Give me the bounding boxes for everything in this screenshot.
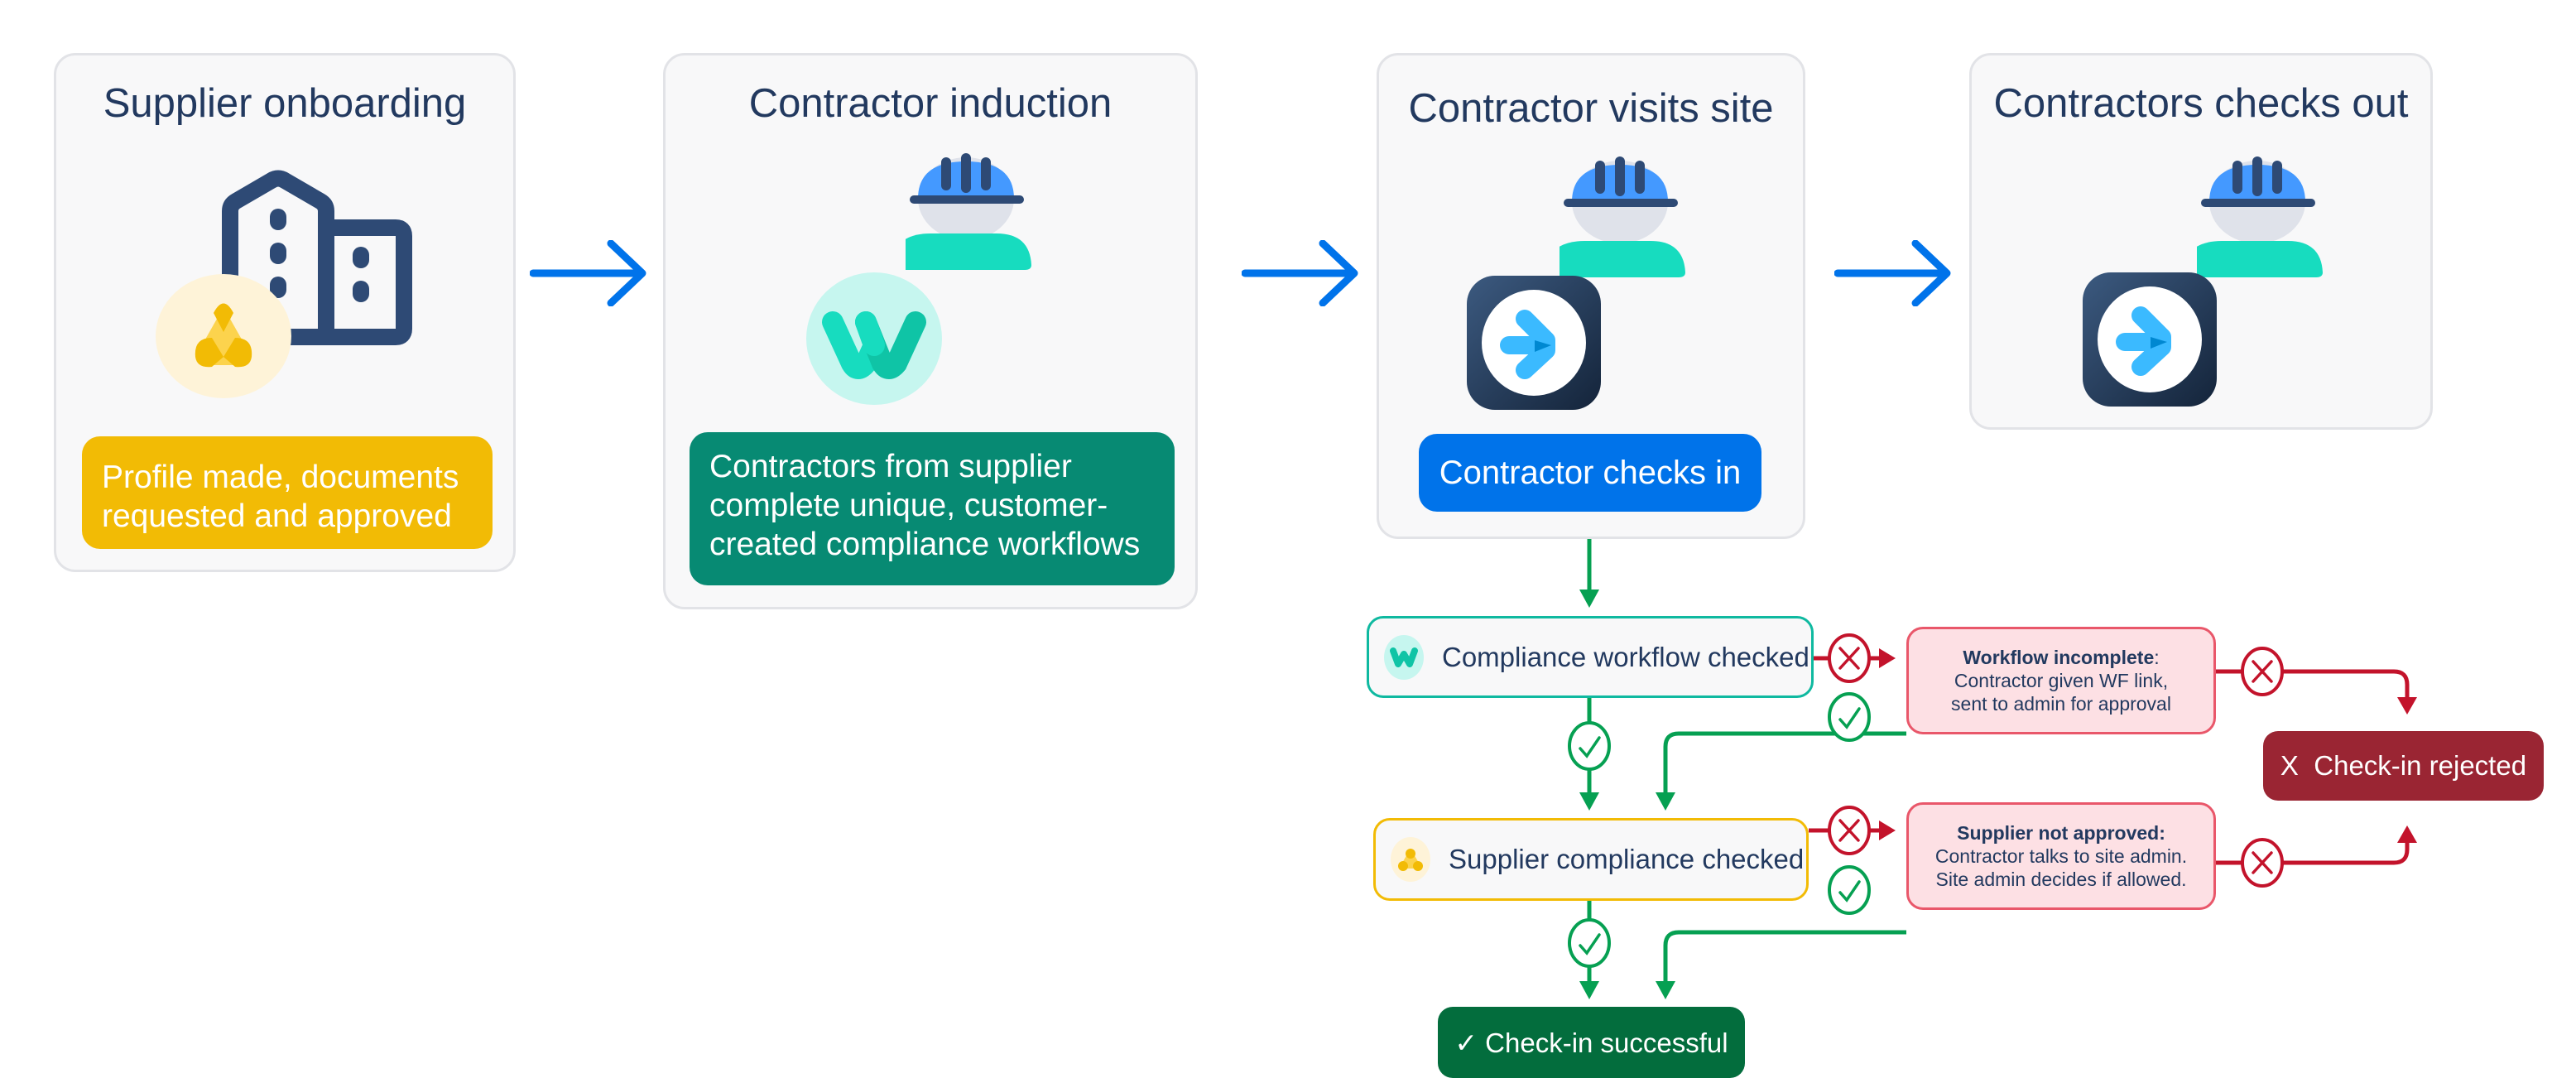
arrowhead <box>1579 590 1599 608</box>
workflow-logo-icon <box>1384 634 1424 680</box>
checkin-app-icon <box>2083 272 2217 407</box>
worker-icon <box>906 153 1031 270</box>
check-circle-icon <box>1568 918 1611 968</box>
failure-title-row: Workflow incomplete: <box>1909 646 2213 669</box>
failure-title: Supplier not approved: <box>1957 822 2165 844</box>
failure-line: Contractor given WF link, <box>1954 670 2169 691</box>
arrow-right-icon <box>1834 240 1951 306</box>
stage-title: Contractor visits site <box>1408 86 1774 131</box>
stage-card-supplier-onboarding: Supplier onboarding Profile made, docume… <box>54 53 516 572</box>
checkin-successful-badge: ✓ Check-in successful <box>1438 1007 1745 1078</box>
supplier-compliance-check: Supplier compliance checked <box>1373 818 1809 901</box>
stage-card-contractor-visits-site: Contractor visits site Contractor checks… <box>1377 53 1805 539</box>
failure-line: Site admin decides if allowed. <box>1935 869 2187 890</box>
failure-title-suffix: : <box>2154 647 2160 668</box>
arrowhead <box>1656 792 1675 811</box>
arrowhead <box>1579 981 1599 999</box>
connector-supplier-recovery <box>1663 930 1906 987</box>
arrowhead <box>2397 697 2417 715</box>
checkin-rejected-badge: X Check-in rejected <box>2263 731 2544 801</box>
connector-supplier-reject <box>2216 836 2410 865</box>
check-label: Compliance workflow checked <box>1442 641 1809 672</box>
checkin-button[interactable]: Contractor checks in <box>1419 434 1761 512</box>
building-icon <box>222 170 412 345</box>
arrowhead <box>1879 648 1896 668</box>
failure-line: Contractor talks to site admin. <box>1934 845 2188 867</box>
worker-icon <box>1560 156 1685 277</box>
failure-title: Workflow incomplete <box>1963 647 2155 668</box>
arrow-right-icon <box>1242 240 1358 306</box>
check-label: Supplier compliance checked <box>1449 844 1805 874</box>
stage-title: Contractor induction <box>748 81 1113 126</box>
workflow-logo-icon <box>806 272 942 405</box>
compliance-workflow-check: Compliance workflow checked <box>1367 616 1814 698</box>
check-circle-icon <box>1828 865 1871 915</box>
supplier-not-approved-box: Supplier not approved: Contractor talks … <box>1906 802 2216 910</box>
worker-icon <box>2197 156 2323 277</box>
stage-title: Contractors checks out <box>1993 81 2409 126</box>
arrow-right-icon <box>530 240 646 306</box>
supplier-logo-icon <box>156 274 291 398</box>
arrowhead <box>1656 981 1675 999</box>
connector-workflow-reject <box>2216 669 2410 702</box>
stage-card-contractor-induction: Contractor induction Contractors from su… <box>663 53 1198 609</box>
stage-caption: Contractors from supplier complete uniqu… <box>690 432 1175 585</box>
arrowhead <box>2397 825 2417 843</box>
failure-line: sent to admin for approval <box>1951 693 2171 715</box>
arrowhead <box>1879 821 1896 840</box>
pass-icon <box>1568 692 1871 968</box>
arrowhead <box>1579 792 1599 811</box>
stage-card-contractors-checks-out: Contractors checks out <box>1969 53 2433 430</box>
supplier-logo-icon <box>1391 837 1430 882</box>
workflow-incomplete-box: Workflow incomplete: Contractor given WF… <box>1906 627 2216 734</box>
failure-title-row: Supplier not approved: <box>1909 821 2213 845</box>
check-circle-icon <box>1828 692 1871 742</box>
stage-title: Supplier onboarding <box>103 81 467 126</box>
checkin-app-icon <box>1467 276 1601 410</box>
connector-workflow-recovery <box>1663 731 1906 796</box>
check-circle-icon <box>1568 721 1611 771</box>
stage-caption: Profile made, documents requested and ap… <box>82 436 493 549</box>
